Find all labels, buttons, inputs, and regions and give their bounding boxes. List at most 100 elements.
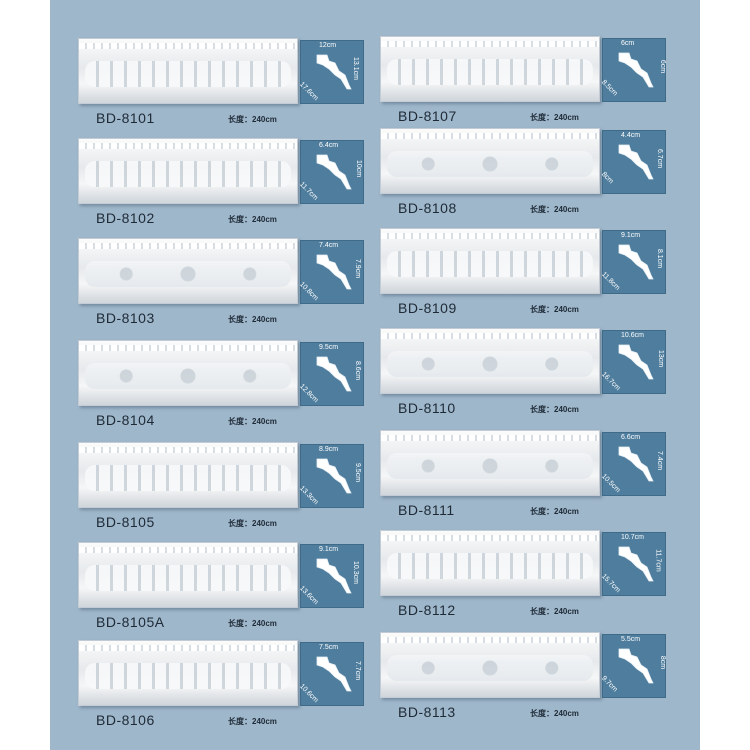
dimension-top: 9.1cm xyxy=(621,232,641,239)
product-item: 8.9cm 9.5cm 13.3cm BD-8105 长度：240cm xyxy=(78,442,388,542)
profile-diagram: 7.4cm 7.9cm 10.8cm xyxy=(298,240,364,304)
product-code: BD-8113 xyxy=(398,704,456,720)
profile-diagram: 12cm 13.1cm 17.6cm xyxy=(298,40,364,104)
product-item: 9.1cm 8.1cm 11.8cm BD-8109 长度：240cm xyxy=(380,228,690,328)
product-code: BD-8110 xyxy=(398,400,456,416)
dimension-side: 11.7cm xyxy=(654,549,662,572)
dimension-side: 10.3cm xyxy=(352,561,360,584)
product-length: 长度：240cm xyxy=(530,113,579,122)
product-item: 4.4cm 6.7cm 8cm BD-8108 长度：240cm xyxy=(380,128,690,228)
product-code: BD-8104 xyxy=(96,412,155,428)
product-item: 10.7cm 11.7cm 15.7cm BD-8112 长度：240cm xyxy=(380,530,690,630)
product-length: 长度：240cm xyxy=(228,315,277,324)
product-code: BD-8108 xyxy=(398,200,457,216)
product-length: 长度：240cm xyxy=(228,519,277,528)
cornice-molding-image xyxy=(78,340,298,406)
cornice-profile-icon xyxy=(316,656,352,692)
cornice-molding-image xyxy=(78,640,298,706)
profile-diagram: 6.4cm 10cm 11.7cm xyxy=(298,140,364,204)
cornice-molding-image xyxy=(78,238,298,304)
dimension-top: 7.4cm xyxy=(319,242,339,249)
product-item: 7.4cm 7.9cm 10.8cm BD-8103 长度：240cm xyxy=(78,238,388,338)
dimension-side: 7.9cm xyxy=(353,258,361,279)
product-length: 长度：240cm xyxy=(530,607,579,616)
product-length: 长度：240cm xyxy=(228,619,277,628)
cornice-molding-image xyxy=(380,530,600,596)
catalog-sheet: 12cm 13.1cm 17.6cm BD-8101 长度：240cm 6.4c… xyxy=(50,0,700,750)
profile-diagram: 6cm 6cm 8.5cm xyxy=(600,38,666,102)
cornice-profile-icon xyxy=(316,458,352,494)
product-length: 长度：240cm xyxy=(530,405,579,414)
profile-diagram: 5.5cm 8cm 9.7cm xyxy=(600,634,666,698)
product-item: 6.4cm 10cm 11.7cm BD-8102 长度：240cm xyxy=(78,138,388,238)
product-code: BD-8109 xyxy=(398,300,457,316)
dimension-side: 8cm xyxy=(658,655,666,670)
profile-diagram: 10.7cm 11.7cm 15.7cm xyxy=(600,532,666,596)
cornice-profile-icon xyxy=(618,446,654,482)
product-code: BD-8111 xyxy=(398,502,455,518)
dimension-side: 6cm xyxy=(658,59,666,74)
product-item: 9.5cm 8.6cm 12.8cm BD-8104 长度：240cm xyxy=(78,340,388,440)
profile-diagram: 9.1cm 8.1cm 11.8cm xyxy=(600,230,666,294)
dimension-top: 7.5cm xyxy=(319,644,339,651)
cornice-molding-image xyxy=(380,228,600,294)
cornice-molding-image xyxy=(78,38,298,104)
product-code: BD-8105 xyxy=(96,514,155,530)
cornice-molding-image xyxy=(380,328,600,394)
dimension-side: 7.4cm xyxy=(655,450,663,471)
dimension-top: 6.4cm xyxy=(319,142,339,149)
product-length: 长度：240cm xyxy=(228,717,277,726)
product-length: 长度：240cm xyxy=(228,417,277,426)
cornice-molding-image xyxy=(380,128,600,194)
product-item: 6.6cm 7.4cm 10.5cm BD-8111 长度：240cm xyxy=(380,430,690,530)
dimension-top: 10.6cm xyxy=(621,332,644,339)
product-item: 10.6cm 13cm 16.7cm BD-8110 长度：240cm xyxy=(380,328,690,428)
dimension-diagonal: 8cm xyxy=(600,171,615,186)
cornice-profile-icon xyxy=(316,356,352,392)
product-item: 6cm 6cm 8.5cm BD-8107 长度：240cm xyxy=(380,36,690,136)
product-code: BD-8101 xyxy=(96,110,155,126)
dimension-top: 9.5cm xyxy=(319,344,339,351)
cornice-profile-icon xyxy=(316,558,352,594)
product-length: 长度：240cm xyxy=(530,709,579,718)
dimension-top: 6cm xyxy=(621,40,635,47)
profile-diagram: 6.6cm 7.4cm 10.5cm xyxy=(600,432,666,496)
profile-diagram: 9.5cm 8.6cm 12.8cm xyxy=(298,342,364,406)
dimension-side: 13cm xyxy=(656,349,664,368)
cornice-profile-icon xyxy=(618,344,654,380)
cornice-profile-icon xyxy=(316,54,352,90)
dimension-top: 6.6cm xyxy=(621,434,641,441)
dimension-side: 13.1cm xyxy=(352,57,360,80)
profile-diagram: 7.5cm 7.7cm 10.6cm xyxy=(298,642,364,706)
product-length: 长度：240cm xyxy=(228,115,277,124)
dimension-top: 8.9cm xyxy=(319,446,339,453)
dimension-side: 9.5cm xyxy=(353,462,361,483)
cornice-profile-icon xyxy=(316,254,352,290)
product-length: 长度：240cm xyxy=(530,305,579,314)
product-item: 9.1cm 10.3cm 13.6cm BD-8105A 长度：240cm xyxy=(78,542,388,642)
cornice-molding-image xyxy=(78,442,298,508)
product-code: BD-8112 xyxy=(398,602,456,618)
profile-diagram: 4.4cm 6.7cm 8cm xyxy=(600,130,666,194)
product-length: 长度：240cm xyxy=(530,205,579,214)
dimension-side: 6.7cm xyxy=(655,148,663,169)
product-code: BD-8106 xyxy=(96,712,155,728)
product-item: 12cm 13.1cm 17.6cm BD-8101 长度：240cm xyxy=(78,38,388,138)
cornice-molding-image xyxy=(78,138,298,204)
dimension-top: 12cm xyxy=(319,42,337,49)
dimension-side: 7.7cm xyxy=(353,660,361,681)
product-length: 长度：240cm xyxy=(530,507,579,516)
dimension-side: 8.6cm xyxy=(353,360,361,381)
profile-diagram: 10.6cm 13cm 16.7cm xyxy=(600,330,666,394)
dimension-top: 9.1cm xyxy=(319,546,339,553)
cornice-profile-icon xyxy=(316,154,352,190)
cornice-molding-image xyxy=(380,632,600,698)
cornice-profile-icon xyxy=(618,648,654,684)
product-code: BD-8103 xyxy=(96,310,155,326)
cornice-profile-icon xyxy=(618,144,654,180)
profile-diagram: 9.1cm 10.3cm 13.6cm xyxy=(298,544,364,608)
product-code: BD-8105A xyxy=(96,614,165,630)
dimension-side: 8.1cm xyxy=(655,248,663,269)
cornice-molding-image xyxy=(380,36,600,102)
dimension-top: 4.4cm xyxy=(621,132,641,139)
